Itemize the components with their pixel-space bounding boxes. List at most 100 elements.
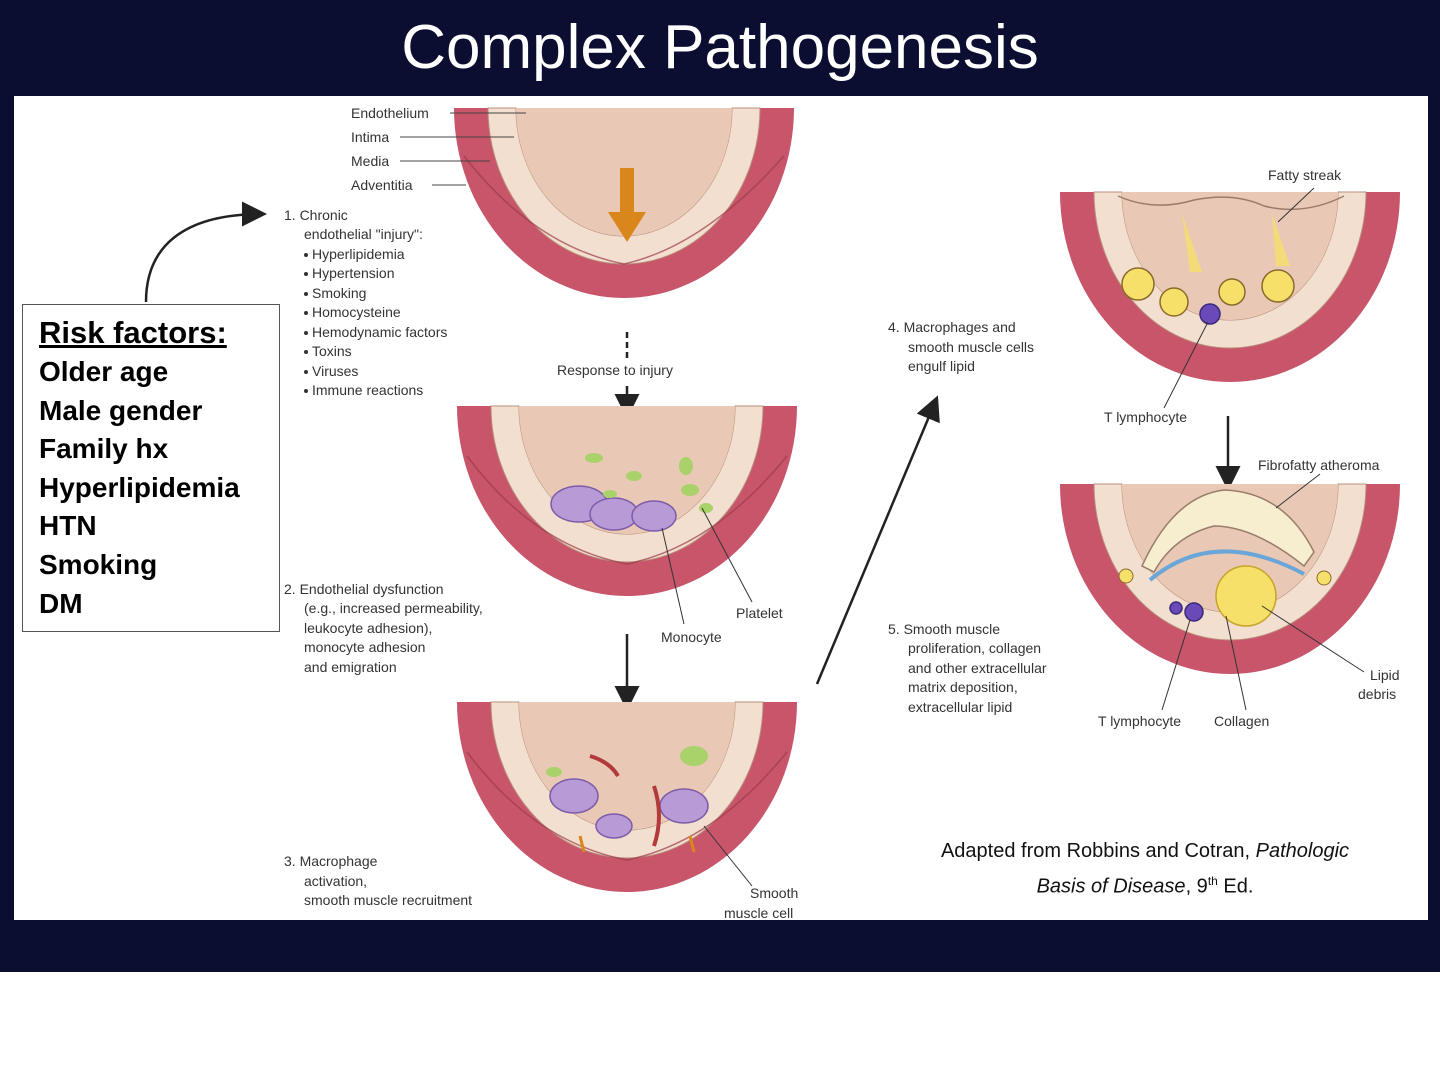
risk-factor-item: DM bbox=[39, 587, 83, 619]
platelet-cell bbox=[681, 484, 699, 496]
svg-text:matrix deposition,: matrix deposition, bbox=[908, 679, 1018, 695]
lipid-debris-label: debris bbox=[1358, 686, 1396, 702]
step1-bullet: Hypertension bbox=[312, 265, 395, 281]
citation-title-part-1: Pathologic bbox=[1255, 840, 1350, 862]
citation-prefix: Adapted from Robbins and Cotran, bbox=[940, 840, 1256, 862]
foam-cell bbox=[1159, 287, 1189, 317]
step1-bullet: Viruses bbox=[312, 363, 358, 379]
vessel-4-fatty-streak bbox=[1060, 187, 1400, 409]
injury-arrow-head bbox=[608, 212, 646, 242]
citation: Adapted from Robbins and Cotran, Patholo… bbox=[880, 836, 1410, 902]
fibrofatty-atheroma-label: Fibrofatty atheroma bbox=[1258, 457, 1380, 473]
svg-text:smooth muscle recruitment: smooth muscle recruitment bbox=[304, 892, 472, 908]
fatty-streak bbox=[1272, 214, 1290, 266]
svg-text:and other extracellular: and other extracellular bbox=[908, 660, 1047, 676]
figure-panel: Endothelium Intima Media Adventitia 1. C… bbox=[14, 96, 1428, 920]
platelet-cell bbox=[626, 471, 642, 481]
t-lymphocyte-cell bbox=[1169, 601, 1183, 615]
platelet-cluster bbox=[680, 746, 708, 766]
svg-text:3. Macrophage: 3. Macrophage bbox=[284, 853, 378, 869]
svg-text:leukocyte adhesion),: leukocyte adhesion), bbox=[304, 620, 432, 636]
fibrous-cap bbox=[1148, 549, 1305, 582]
layer-label-adventitia: Adventitia bbox=[351, 177, 413, 193]
platelet-cell bbox=[546, 767, 562, 777]
step1-text: 1. Chronic endothelial "injury": Hyperli… bbox=[284, 207, 447, 398]
atherosclerosis-diagram: Endothelium Intima Media Adventitia 1. C… bbox=[144, 105, 1400, 920]
t-lymphocyte-label: T lymphocyte bbox=[1098, 713, 1181, 729]
risk-factor-item: Hyperlipidemia bbox=[39, 471, 240, 503]
svg-text:smooth muscle cells: smooth muscle cells bbox=[908, 339, 1034, 355]
vessel-3-macrophage bbox=[457, 701, 797, 892]
step1-bullet: Hyperlipidemia bbox=[312, 246, 405, 262]
risk-factors-list: Older age Male gender Family hx Hyperlip… bbox=[39, 353, 279, 623]
macrophage-cell bbox=[659, 788, 709, 824]
fatty-streak bbox=[1182, 214, 1202, 272]
layer-labels: Endothelium Intima Media Adventitia bbox=[351, 105, 526, 193]
step5-text: 5. Smooth muscle proliferation, collagen… bbox=[888, 621, 1047, 715]
monocyte-cell bbox=[589, 497, 639, 531]
citation-edition-suffix: th bbox=[1207, 874, 1218, 888]
vessel-2-dysfunction bbox=[457, 405, 797, 625]
response-label: Response to injury bbox=[557, 362, 673, 378]
step1-heading: 1. Chronic bbox=[284, 207, 348, 223]
fatty-streak-label: Fatty streak bbox=[1268, 167, 1342, 183]
monocyte-cell bbox=[631, 500, 677, 532]
monocyte-label: Monocyte bbox=[661, 629, 722, 645]
lipid-debris-label: Lipid bbox=[1370, 667, 1400, 683]
macrophage-cell bbox=[595, 813, 633, 839]
vessel-1-normal bbox=[454, 107, 794, 298]
step1-bullet: Smoking bbox=[312, 285, 366, 301]
platelet-cell bbox=[679, 457, 693, 475]
layer-label-media: Media bbox=[351, 153, 389, 169]
platelet-label: Platelet bbox=[736, 605, 783, 621]
foam-cell bbox=[1121, 267, 1155, 301]
platelet-cell bbox=[603, 490, 617, 498]
vessel-5-fibrofatty-atheroma bbox=[1060, 473, 1400, 711]
smooth-muscle-cell bbox=[652, 785, 661, 847]
svg-text:and emigration: and emigration bbox=[304, 659, 397, 675]
injury-arrow-shaft bbox=[620, 168, 634, 214]
citation-ed: Ed. bbox=[1217, 875, 1254, 898]
step2-text: 2. Endothelial dysfunction (e.g., increa… bbox=[284, 581, 483, 675]
smooth-muscle-label: Smooth bbox=[750, 885, 798, 901]
svg-text:monocyte adhesion: monocyte adhesion bbox=[304, 639, 425, 655]
arrow-step3-to-step4 bbox=[815, 395, 940, 685]
step1-bullet: Toxins bbox=[312, 343, 352, 359]
t-lymphocyte-cell bbox=[1199, 303, 1221, 325]
layer-label-endothelium: Endothelium bbox=[351, 105, 429, 121]
macrophage-cell bbox=[549, 778, 599, 814]
risk-factor-item: Male gender bbox=[39, 394, 203, 426]
risk-factor-item: HTN bbox=[39, 510, 97, 542]
risk-factor-item: Family hx bbox=[39, 433, 169, 465]
platelet-cell bbox=[585, 453, 603, 463]
svg-text:proliferation, collagen: proliferation, collagen bbox=[908, 640, 1041, 656]
layer-label-intima: Intima bbox=[351, 129, 389, 145]
slide-background: Complex Pathogenesis Endothelium Intima bbox=[0, 0, 1440, 972]
risk-factors-heading: Risk factors: bbox=[39, 315, 227, 350]
citation-edition: , 9 bbox=[1185, 875, 1208, 898]
foam-cell bbox=[1218, 278, 1246, 306]
foam-cell bbox=[1316, 570, 1332, 586]
smooth-muscle-label: muscle cell bbox=[724, 905, 793, 920]
risk-factors-box: Risk factors: Older age Male gender Fami… bbox=[22, 304, 280, 632]
svg-text:engulf lipid: engulf lipid bbox=[908, 358, 975, 374]
t-lymphocyte-cell bbox=[1184, 602, 1204, 622]
step1-bullet: Homocysteine bbox=[312, 304, 401, 320]
svg-text:extracellular lipid: extracellular lipid bbox=[908, 699, 1012, 715]
step1-bullet: Immune reactions bbox=[312, 382, 423, 398]
t-lymphocyte-label: T lymphocyte bbox=[1104, 409, 1187, 425]
svg-text:activation,: activation, bbox=[304, 873, 367, 889]
response-arrow: Response to injury bbox=[557, 332, 673, 419]
slide-title: Complex Pathogenesis bbox=[401, 13, 1039, 82]
step1-bullet: Hemodynamic factors bbox=[312, 324, 447, 340]
svg-text:2. Endothelial dysfunction: 2. Endothelial dysfunction bbox=[284, 581, 444, 597]
step4-text: 4. Macrophages and smooth muscle cells e… bbox=[888, 319, 1034, 374]
foam-cell bbox=[1118, 568, 1134, 584]
citation-title-part-2: Basis of Disease bbox=[1036, 875, 1186, 898]
step1-subheading: endothelial "injury": bbox=[304, 226, 423, 242]
platelet-cell bbox=[699, 503, 713, 513]
svg-text:4. Macrophages and: 4. Macrophages and bbox=[888, 319, 1016, 335]
foam-cell bbox=[1261, 269, 1295, 303]
svg-text:5. Smooth muscle: 5. Smooth muscle bbox=[888, 621, 1000, 637]
collagen-label: Collagen bbox=[1214, 713, 1269, 729]
